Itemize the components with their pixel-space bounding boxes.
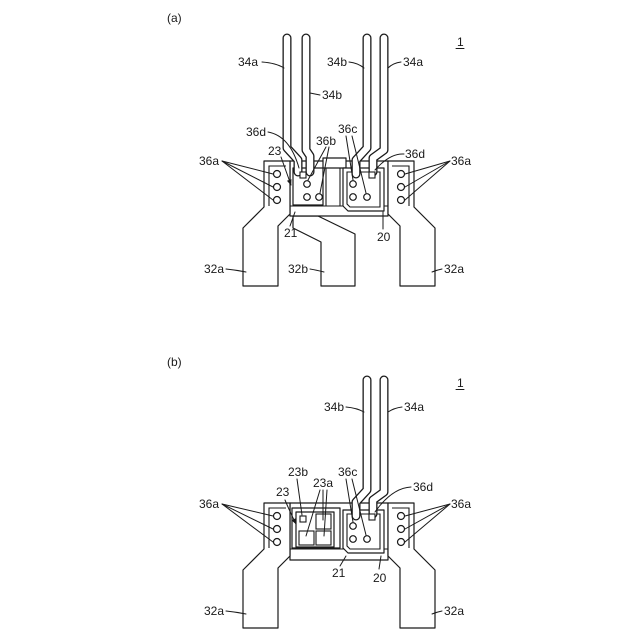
label-34b: 34b — [322, 88, 342, 102]
label-23: 23 — [268, 144, 282, 158]
figure-caption: (a) — [167, 11, 182, 25]
label-36d: 36d — [405, 147, 425, 161]
hole-36a — [274, 526, 281, 533]
label-36a: 36a — [199, 497, 219, 511]
leader-line — [388, 62, 401, 68]
hole-36c — [350, 536, 357, 543]
leader-line — [310, 93, 320, 95]
leader-line — [388, 407, 402, 412]
pin-34b-right — [356, 38, 367, 174]
label-34b: 34b — [324, 400, 344, 414]
hole-36c — [364, 536, 371, 543]
leader-line — [349, 62, 364, 68]
lead-32a-left — [243, 503, 290, 628]
hole-36a — [398, 539, 405, 546]
label-36a: 36a — [451, 154, 471, 168]
lead-32a-right — [388, 503, 435, 628]
label-36d: 36d — [413, 480, 433, 494]
hole-36a — [274, 197, 281, 204]
element-23b — [300, 516, 306, 522]
hole-36a — [274, 171, 281, 178]
hole-36c — [364, 194, 371, 201]
hole-36c — [350, 523, 357, 530]
figure-caption: (b) — [167, 355, 182, 369]
hole-36c — [350, 181, 357, 188]
leader-line — [262, 62, 284, 68]
label-34a: 34a — [238, 55, 258, 69]
label-36b: 36b — [316, 134, 336, 148]
hole-36a — [398, 171, 405, 178]
label-23a: 23a — [313, 476, 333, 490]
label-36d: 36d — [246, 125, 266, 139]
element-23a — [316, 531, 331, 545]
label-23: 23 — [276, 485, 290, 499]
hole-36b — [304, 181, 311, 188]
hole-36a — [274, 539, 281, 546]
bond-square-36d — [300, 172, 306, 178]
reference-numeral: 1 — [457, 35, 464, 49]
label-34b: 34b — [327, 55, 347, 69]
label-32a: 32a — [204, 604, 224, 618]
label-32a: 32a — [444, 262, 464, 276]
label-32a: 32a — [444, 604, 464, 618]
label-20: 20 — [377, 230, 391, 244]
hole-36a — [398, 184, 405, 191]
hole-36c — [350, 194, 357, 201]
hole-36a — [398, 513, 405, 520]
label-36c: 36c — [338, 465, 357, 479]
label-21: 21 — [284, 226, 298, 240]
die-pad-right — [343, 168, 384, 211]
label-21: 21 — [332, 566, 346, 580]
label-34a: 34a — [403, 55, 423, 69]
hole-36a — [274, 513, 281, 520]
pin-34b — [356, 380, 367, 516]
die-pad-right — [343, 510, 384, 553]
hole-36b — [316, 194, 323, 201]
pins — [356, 380, 384, 516]
label-34a: 34a — [404, 400, 424, 414]
bond-square-36d — [369, 514, 375, 520]
label-36a: 36a — [451, 497, 471, 511]
label-32a: 32a — [204, 262, 224, 276]
label-36c: 36c — [338, 122, 357, 136]
hole-36a — [398, 197, 405, 204]
label-36a: 36a — [199, 154, 219, 168]
hole-36a — [274, 184, 281, 191]
lead-32a-left — [243, 161, 290, 286]
label-23b: 23b — [288, 465, 308, 479]
figure-b: (b) 1 — [167, 355, 471, 628]
hole-36b — [304, 194, 311, 201]
hole-36a — [398, 526, 405, 533]
label-20: 20 — [373, 571, 387, 585]
bond-square-36d — [369, 172, 375, 178]
leader-line — [346, 407, 364, 412]
reference-numeral: 1 — [457, 376, 464, 390]
figure-a: (a) 1 — [167, 11, 471, 286]
label-32b: 32b — [288, 262, 308, 276]
